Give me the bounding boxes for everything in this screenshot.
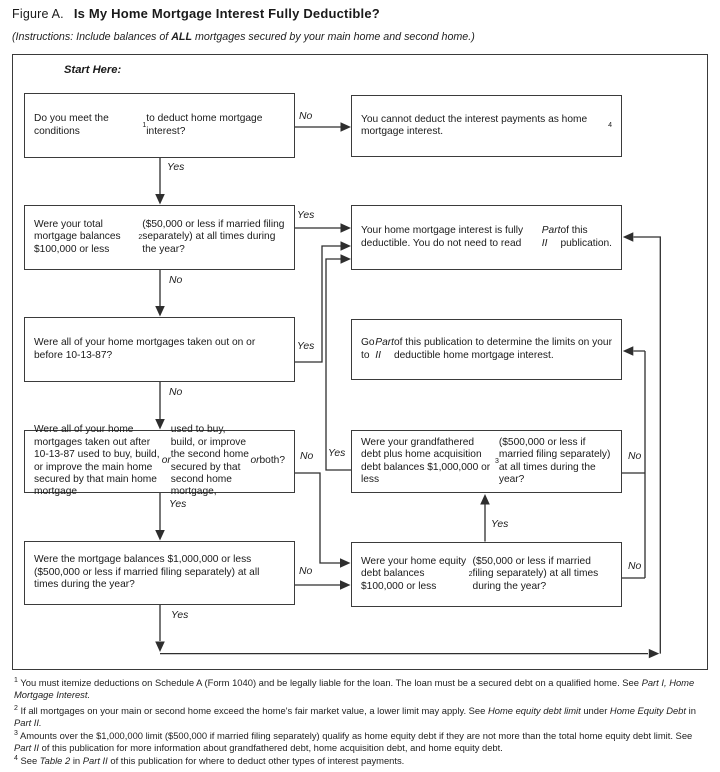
edge-label-before-yes: Yes [297,341,315,352]
edge-label-conditions-no: No [299,111,313,122]
edge-label-total-yes: Yes [297,210,315,221]
figure-label: Figure A. [12,7,64,21]
header: Figure A. Is My Home Mortgage Interest F… [12,6,380,21]
start-here-label: Start Here: [64,64,122,76]
edge-label-after-no: No [300,451,314,462]
edge-label-before-no: No [169,387,183,398]
edge-label-equity-no: No [628,561,642,572]
box-q-grandfathered: Were your grandfathered debt plus home a… [351,430,622,493]
edge-label-million-yes: Yes [171,610,189,621]
footnote-1: 1 You must itemize deductions on Schedul… [14,677,695,700]
box-q-total-balances: Were your total mortgage balances $100,0… [24,205,295,270]
box-cannot-deduct: You cannot deduct the interest payments … [351,95,622,157]
instructions-text: (Instructions: Include balances of ALL m… [12,31,475,43]
edge-label-equity-yes: Yes [491,519,509,530]
edge-label-after-yes: Yes [169,499,187,510]
box-go-to-part2: Go to Part II of this publication to det… [351,319,622,380]
page-title: Is My Home Mortgage Interest Fully Deduc… [73,6,380,21]
edge-label-million-no: No [299,566,313,577]
edge-label-grandfathered-yes: Yes [328,448,346,459]
box-q-before-101387: Were all of your home mortgages taken ou… [24,317,295,382]
footnote-3: 3 Amounts over the $1,000,000 limit ($50… [14,730,693,753]
footnote-2: 2 If all mortgages on your main or secon… [14,705,696,728]
edge-label-grandfathered-no: No [628,451,642,462]
edge-label-total-no: No [169,275,183,286]
box-q-home-equity: Were your home equity debt balances $100… [351,542,622,607]
box-fully-deductible: Your home mortgage interest is fully ded… [351,205,622,270]
edge-label-conditions-yes: Yes [167,162,185,173]
box-q-after-101387: Were all of your home mortgages taken ou… [24,424,295,497]
footnote-4: 4 See Table 2 in Part II of this publica… [14,755,405,766]
box-q-million: Were the mortgage balances $1,000,000 or… [24,541,295,605]
